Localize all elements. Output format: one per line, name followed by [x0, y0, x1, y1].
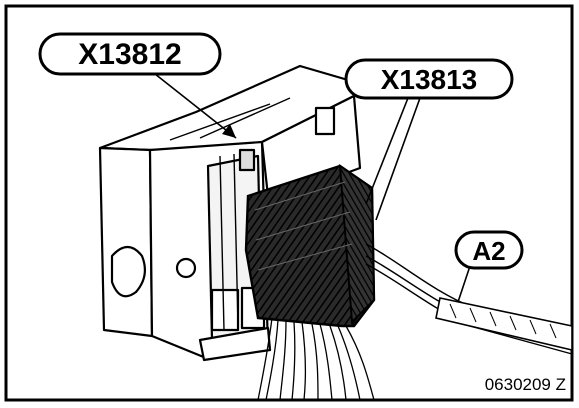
plug-x13813 — [244, 163, 376, 328]
leader-x13812 — [149, 69, 237, 139]
leader-a2 — [457, 265, 471, 303]
housing-ribs — [169, 97, 291, 331]
label-x13812: X13812 — [78, 38, 181, 71]
callout-x13812: X13812 — [38, 32, 222, 76]
figure-frame — [4, 4, 574, 402]
label-x13813: X13813 — [381, 64, 478, 95]
callout-a2: A2 — [454, 230, 524, 270]
arrowhead-x13812 — [222, 124, 236, 138]
harness-sleeve-marks — [449, 303, 557, 339]
leader-lines — [149, 69, 471, 303]
callout-x13813: X13813 — [344, 58, 514, 100]
leader-x13813-b — [375, 97, 421, 221]
leader-x13813-a — [365, 97, 409, 205]
label-a2: A2 — [472, 236, 505, 266]
figure-reference: 0630209 Z — [485, 375, 566, 394]
wire-bundle-down — [257, 317, 375, 401]
harness-a2 — [365, 243, 573, 355]
